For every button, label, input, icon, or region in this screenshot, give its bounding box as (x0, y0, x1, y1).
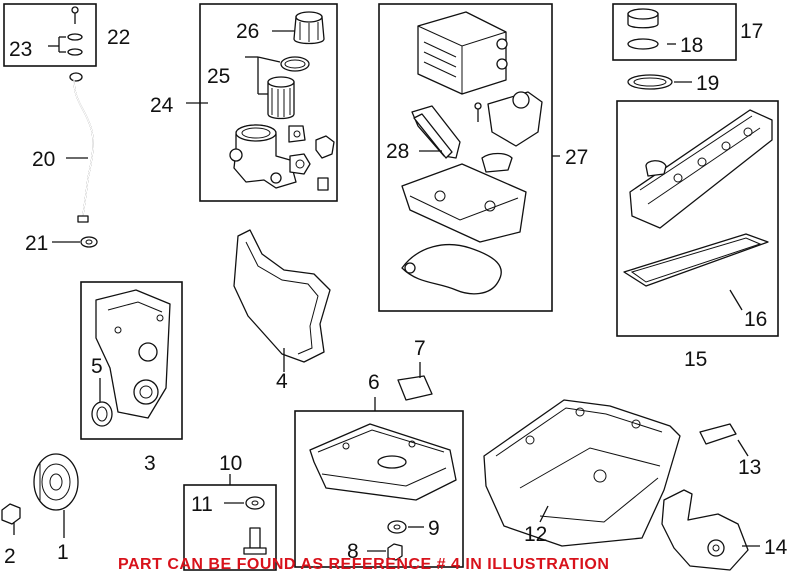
part-8-drain-plug (367, 543, 403, 561)
callout-20: 20 (32, 148, 55, 171)
part-12-oil-sump (483, 399, 681, 547)
callout-27: 27 (565, 146, 588, 169)
part-4-gasket (233, 229, 331, 372)
callout-14: 14 (764, 536, 788, 559)
callout-4: 4 (276, 370, 288, 393)
callout-25: 25 (207, 65, 230, 88)
part-10-11-plug-washer (224, 474, 267, 555)
group-box-17 (612, 3, 737, 61)
part-15-valve-cover (629, 109, 773, 229)
callout-11: 11 (191, 493, 213, 516)
callout-12: 12 (524, 523, 547, 546)
part-2-pulley-bolt (1, 503, 21, 535)
group-box-6 (294, 410, 464, 568)
part-24-filter-housing (186, 102, 335, 191)
callout-28: 28 (386, 140, 409, 163)
callout-19: 19 (696, 72, 719, 95)
callout-7: 7 (414, 337, 426, 360)
callout-16: 16 (744, 308, 767, 331)
part-14-bracket (661, 489, 760, 571)
callout-21: 21 (25, 232, 48, 255)
part-13-sensor (699, 423, 749, 457)
callout-9: 9 (428, 517, 440, 540)
part-21-seal (52, 236, 98, 248)
callout-17: 17 (740, 20, 763, 43)
callout-22: 22 (107, 26, 130, 49)
part-17-oil-filler-cap (627, 8, 676, 50)
part-26-filter-cap (272, 11, 325, 45)
part-20-dipstick-tube (66, 72, 94, 223)
part-28-gasket (413, 113, 453, 159)
callout-26: 26 (236, 20, 259, 43)
group-box-27 (378, 3, 553, 312)
part-5-seal (91, 378, 113, 427)
part-19-seal-ring (627, 74, 692, 90)
part-3-timing-cover (95, 289, 171, 419)
part-22-23-clips (48, 6, 83, 56)
callout-5: 5 (91, 355, 103, 378)
callout-10: 10 (219, 452, 242, 475)
group-box-3 (80, 281, 183, 440)
part-27-oil-cooler (401, 11, 560, 295)
callout-6: 6 (368, 371, 380, 394)
callout-13: 13 (738, 456, 761, 479)
callout-8: 8 (347, 540, 359, 563)
part-25-filter-and-seal (245, 56, 310, 120)
part-16-valve-cover-gasket (623, 233, 769, 311)
callout-2: 2 (4, 545, 16, 568)
part-1-crankshaft-pulley (33, 453, 79, 538)
callout-1: 1 (57, 541, 69, 564)
callout-24: 24 (150, 94, 174, 117)
callout-23: 23 (9, 38, 32, 61)
reference-notice: PART CAN BE FOUND AS REFERENCE # 4 IN IL… (118, 556, 609, 573)
group-box-22 (3, 3, 97, 67)
part-7-sensor (397, 362, 433, 401)
group-box-15 (616, 100, 779, 337)
part-6-oil-pan (309, 397, 457, 501)
part-9-washer (387, 520, 424, 534)
callout-15: 15 (684, 348, 707, 371)
callout-3: 3 (144, 452, 156, 475)
callout-18: 18 (680, 34, 703, 57)
